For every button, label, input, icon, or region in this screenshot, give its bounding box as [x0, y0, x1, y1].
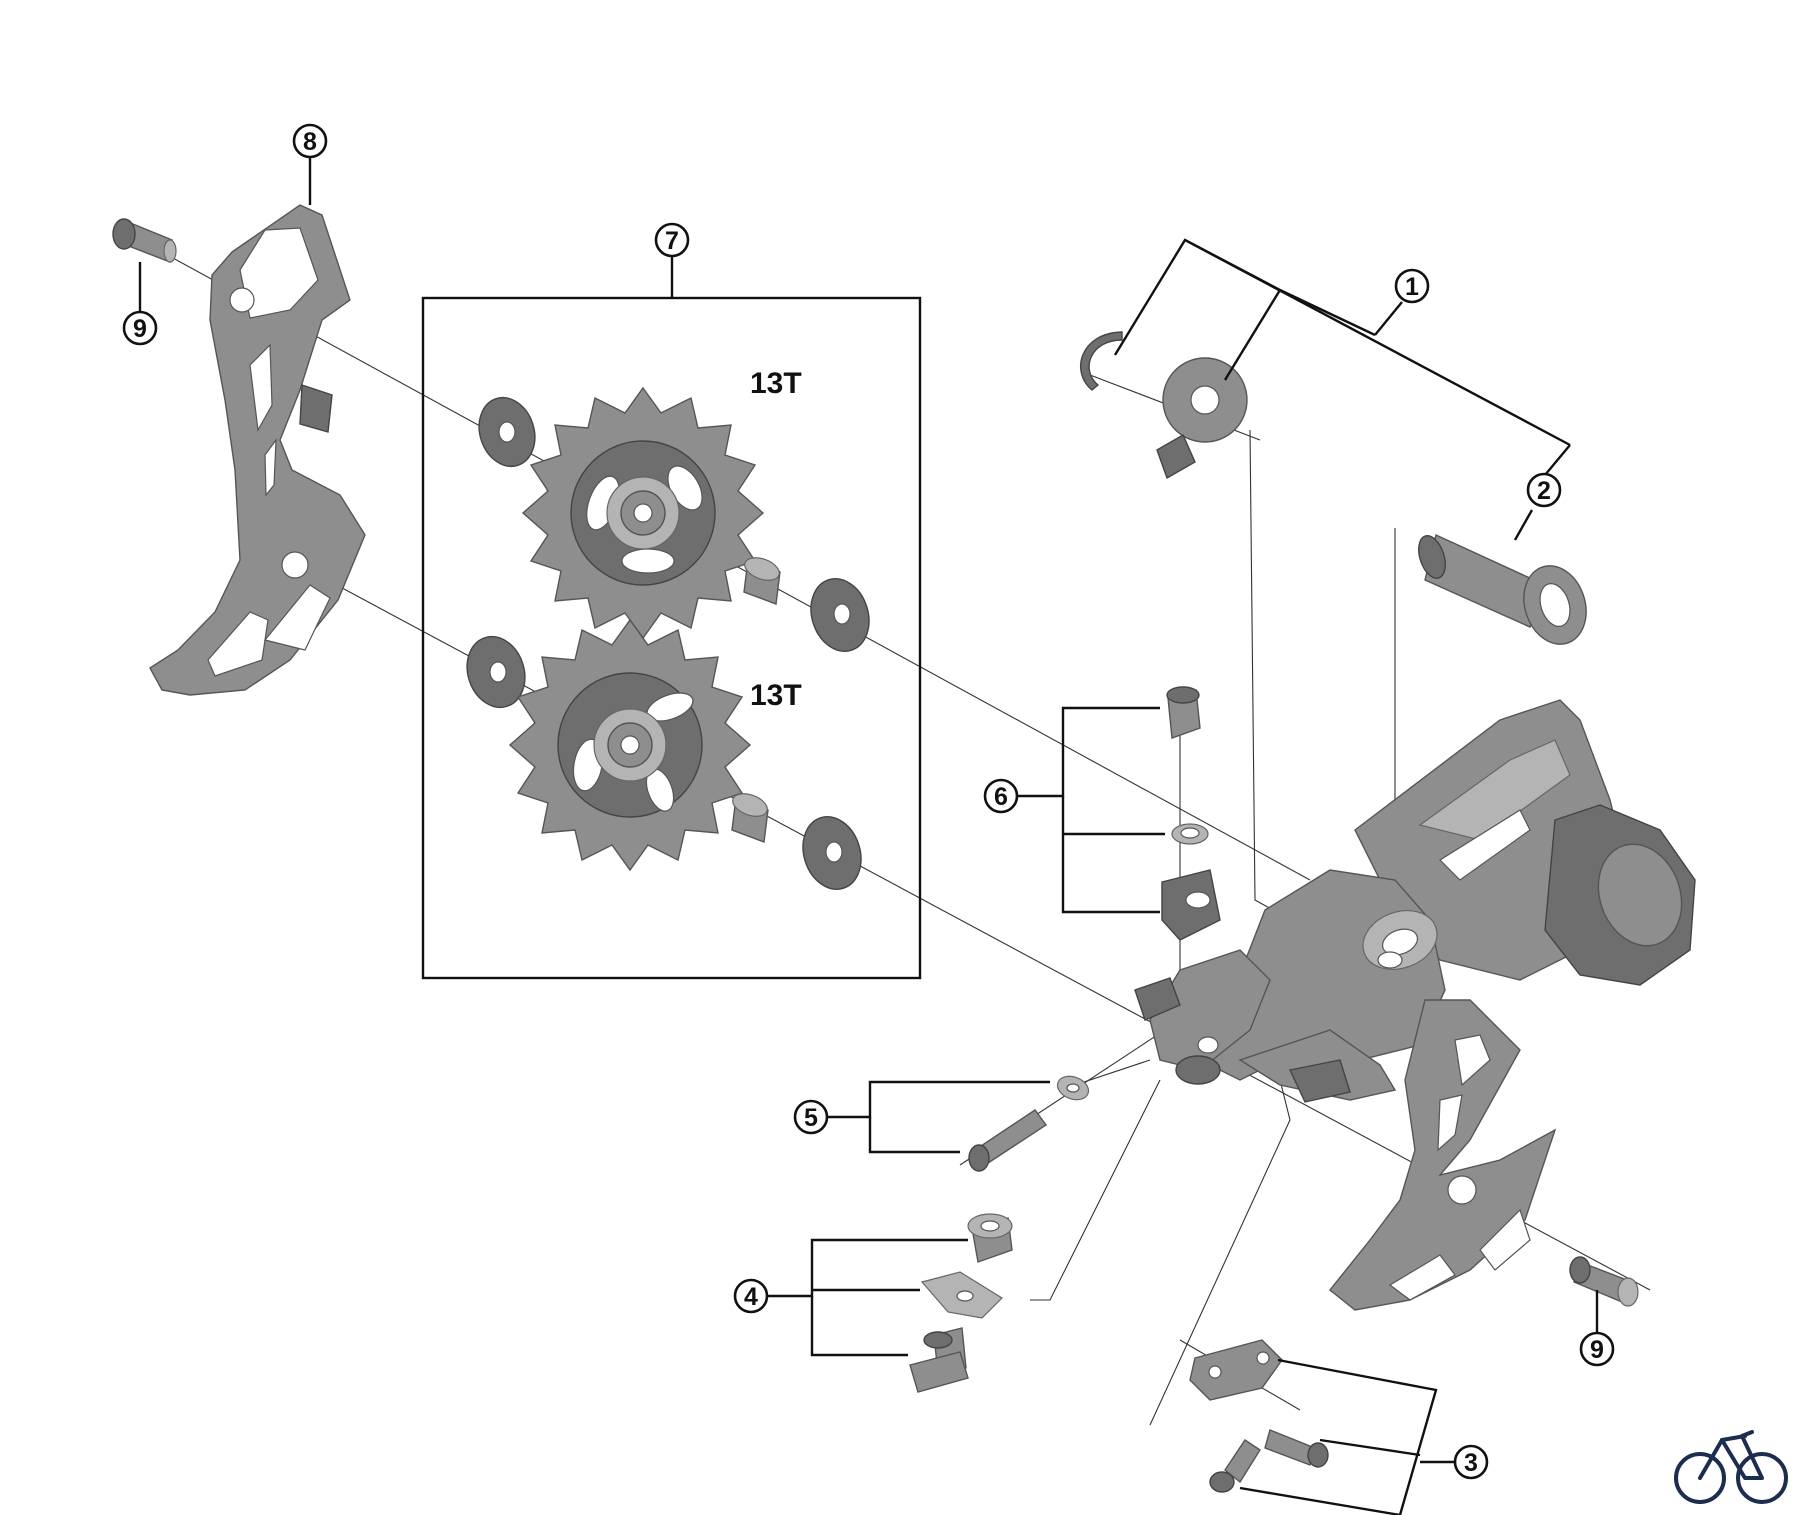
callout-5: 5 — [793, 1099, 829, 1135]
svg-text:6: 6 — [994, 783, 1008, 811]
svg-text:9: 9 — [1590, 1336, 1604, 1364]
callout-6: 6 — [983, 778, 1019, 814]
bicycle-icon — [1674, 1430, 1788, 1504]
upper-pulley-assembly — [478, 386, 870, 652]
leader-lines — [138, 157, 1599, 1515]
callout-4: 4 — [733, 1278, 769, 1314]
callout-3: 3 — [1453, 1444, 1489, 1480]
svg-text:4: 4 — [744, 1283, 758, 1311]
b-tension-parts — [1079, 331, 1248, 480]
mount-bolt-parts — [909, 1213, 1013, 1393]
lower-pulley-assembly — [466, 618, 862, 890]
link-bolt-parts — [968, 1075, 1090, 1172]
callout-8: 8 — [292, 123, 328, 159]
callout-2: 2 — [1526, 472, 1562, 508]
cage-bolt-lower — [1569, 1256, 1639, 1307]
callout-1: 1 — [1394, 268, 1430, 304]
svg-text:2: 2 — [1537, 477, 1551, 505]
callout-9-upper: 9 — [122, 310, 158, 346]
svg-text:5: 5 — [804, 1104, 818, 1132]
cable-adjuster-parts — [1161, 686, 1221, 941]
cage-bolt-upper — [112, 218, 177, 263]
inner-cage-plate — [149, 204, 366, 696]
upper-pulley-teeth-label: 13T — [750, 367, 802, 400]
svg-text:3: 3 — [1464, 1449, 1478, 1477]
lower-pulley-teeth-label: 13T — [750, 679, 802, 712]
svg-text:7: 7 — [665, 227, 679, 255]
derailleur-body — [1134, 699, 1696, 1311]
callout-7: 7 — [654, 222, 690, 258]
b-axle — [1418, 534, 1587, 645]
cable-guide-parts — [1189, 1339, 1329, 1493]
svg-text:8: 8 — [303, 128, 317, 156]
callout-9-lower: 9 — [1579, 1331, 1615, 1367]
svg-text:9: 9 — [133, 315, 147, 343]
svg-text:1: 1 — [1405, 273, 1419, 301]
